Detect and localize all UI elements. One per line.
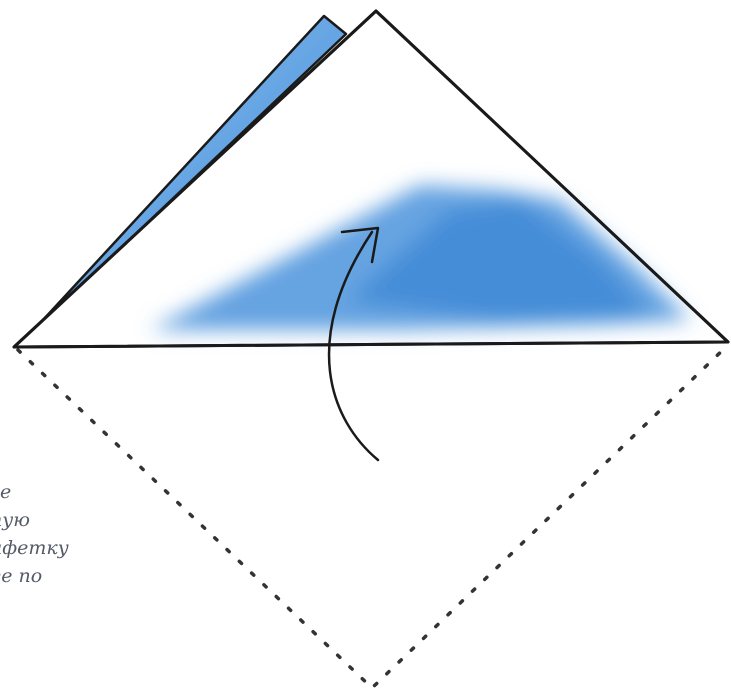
fold-arrow-curve: [327, 230, 380, 462]
watercolor-shading: [150, 185, 690, 330]
caption-line: ифетку: [0, 537, 69, 559]
napkin-front-outline: [12, 9, 730, 349]
fold-dotted-outline: [16, 343, 730, 691]
caption-line: е: [0, 481, 12, 503]
caption-line: пую: [0, 509, 30, 531]
caption-line: ее по: [0, 565, 43, 587]
fold-arrow-head-icon: [340, 226, 380, 264]
instruction-caption: е пую ифетку ее по: [0, 478, 150, 590]
